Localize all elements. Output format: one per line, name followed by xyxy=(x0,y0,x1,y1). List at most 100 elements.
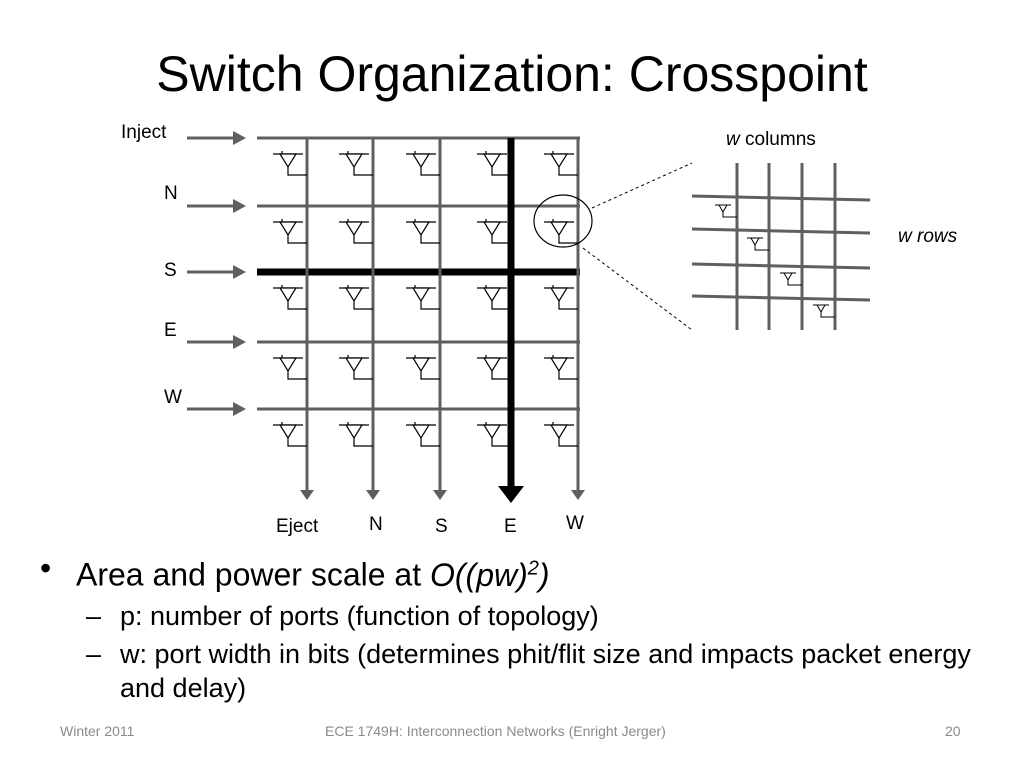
bullet-main-text: Area and power scale at xyxy=(76,556,430,593)
tristate-buffer-icon xyxy=(482,221,502,237)
output-arrowhead xyxy=(366,490,380,500)
driver-output-lead xyxy=(287,167,307,176)
w-rows-label: w rows xyxy=(898,226,958,247)
tristate-buffer-icon xyxy=(482,424,502,440)
driver-output-lead xyxy=(491,167,511,176)
zoomed-crosspoint-grid xyxy=(691,163,871,330)
driver-output-lead xyxy=(353,235,373,244)
input-arrowhead xyxy=(233,402,246,416)
input-arrowhead xyxy=(233,199,246,213)
driver-output-lead xyxy=(558,167,578,176)
driver-output-lead xyxy=(353,301,373,310)
driver-output-lead xyxy=(491,235,511,244)
driver-output-lead xyxy=(420,235,440,244)
driver-output-lead xyxy=(787,280,802,286)
output-label-n: N xyxy=(369,514,383,535)
w-columns-text: columns xyxy=(739,129,816,150)
driver-output-lead xyxy=(420,371,440,380)
tristate-buffer-icon xyxy=(278,424,298,440)
tristate-buffer-icon xyxy=(549,221,569,237)
tristate-buffer-icon xyxy=(816,304,826,314)
zoom-row-wire xyxy=(691,262,871,270)
input-label-inject: Inject xyxy=(121,122,167,143)
callout-line xyxy=(582,247,693,331)
driver-output-lead xyxy=(287,235,307,244)
input-label-s: S xyxy=(164,260,177,281)
output-arrowhead xyxy=(571,490,585,500)
tristate-buffer-icon xyxy=(482,287,502,303)
driver-output-lead xyxy=(353,371,373,380)
sub-bullet-dash: – xyxy=(86,638,102,669)
driver-output-lead xyxy=(353,438,373,447)
driver-output-lead xyxy=(420,167,440,176)
tristate-buffer-icon xyxy=(482,153,502,169)
input-arrowhead xyxy=(233,265,246,279)
tristate-buffer-icon xyxy=(278,221,298,237)
output-label-eject: Eject xyxy=(276,516,319,537)
tristate-buffer-icon xyxy=(344,287,364,303)
tristate-buffer-icon xyxy=(783,272,793,282)
driver-output-lead xyxy=(491,371,511,380)
tristate-buffer-icon xyxy=(549,357,569,373)
tristate-buffer-icon xyxy=(344,153,364,169)
tristate-buffer-icon xyxy=(344,221,364,237)
output-arrowhead xyxy=(498,486,524,503)
driver-output-lead xyxy=(722,212,737,218)
footer-course: ECE 1749H: Interconnection Networks (Enr… xyxy=(325,723,666,739)
bullet-formula: O((pw)2) xyxy=(430,557,550,593)
driver-output-lead xyxy=(558,371,578,380)
sub-bullet-w: –w: port width in bits (determines phit/… xyxy=(40,637,1000,705)
driver-output-lead xyxy=(287,438,307,447)
tristate-buffer-icon xyxy=(411,357,431,373)
driver-output-lead xyxy=(820,312,835,318)
driver-output-lead xyxy=(558,235,578,244)
output-arrowhead xyxy=(300,490,314,500)
tristate-buffer-icon xyxy=(750,237,760,247)
tristate-buffer-icon xyxy=(549,424,569,440)
tristate-buffer-icon xyxy=(344,357,364,373)
tristate-buffer-icon xyxy=(344,424,364,440)
zoom-highlight-circle xyxy=(533,194,593,248)
bullet-list: • Area and power scale at O((pw)2) –p: nu… xyxy=(40,548,1000,705)
output-arrowhead xyxy=(433,490,447,500)
input-label-e: E xyxy=(164,320,177,341)
bullet-main: • Area and power scale at O((pw)2) xyxy=(40,548,1000,595)
output-label-w: W xyxy=(566,513,584,534)
driver-output-lead xyxy=(491,438,511,447)
zoom-row-wire xyxy=(691,294,871,302)
sub-bullet-p: –p: number of ports (function of topolog… xyxy=(40,599,1000,633)
output-label-e: E xyxy=(504,516,517,537)
tristate-buffer-icon xyxy=(549,153,569,169)
tristate-buffer-icon xyxy=(411,221,431,237)
footer-page-number: 20 xyxy=(945,723,961,739)
w-columns-italic: w xyxy=(726,129,740,150)
sub-bullet-dash: – xyxy=(86,600,102,631)
tristate-buffer-icon xyxy=(278,153,298,169)
driver-output-lead xyxy=(353,167,373,176)
tristate-buffer-icon xyxy=(278,287,298,303)
zoom-row-wire xyxy=(691,227,871,235)
input-label-w: W xyxy=(164,387,182,408)
zoom-row-wire xyxy=(691,194,871,202)
bullet-formula-base: O((pw) xyxy=(429,556,528,593)
driver-output-lead xyxy=(558,438,578,447)
sub-bullet-p-text: p: number of ports (function of topology… xyxy=(120,600,599,631)
crosspoint-grid xyxy=(187,131,693,503)
bullet-dot: • xyxy=(40,550,52,586)
bullet-formula-exponent: 2 xyxy=(527,557,539,579)
tristate-buffer-icon xyxy=(411,153,431,169)
input-label-n: N xyxy=(164,183,178,204)
driver-output-lead xyxy=(491,301,511,310)
driver-output-lead xyxy=(558,301,578,310)
tristate-buffer-icon xyxy=(718,204,728,214)
callout-line xyxy=(591,162,693,209)
driver-output-lead xyxy=(420,438,440,447)
tristate-buffer-icon xyxy=(411,287,431,303)
output-label-s: S xyxy=(435,516,448,537)
tristate-buffer-icon xyxy=(278,357,298,373)
footer-date: Winter 2011 xyxy=(60,723,135,739)
driver-output-lead xyxy=(287,301,307,310)
tristate-buffer-icon xyxy=(549,287,569,303)
sub-bullet-w-text: w: port width in bits (determines phit/f… xyxy=(120,638,971,703)
